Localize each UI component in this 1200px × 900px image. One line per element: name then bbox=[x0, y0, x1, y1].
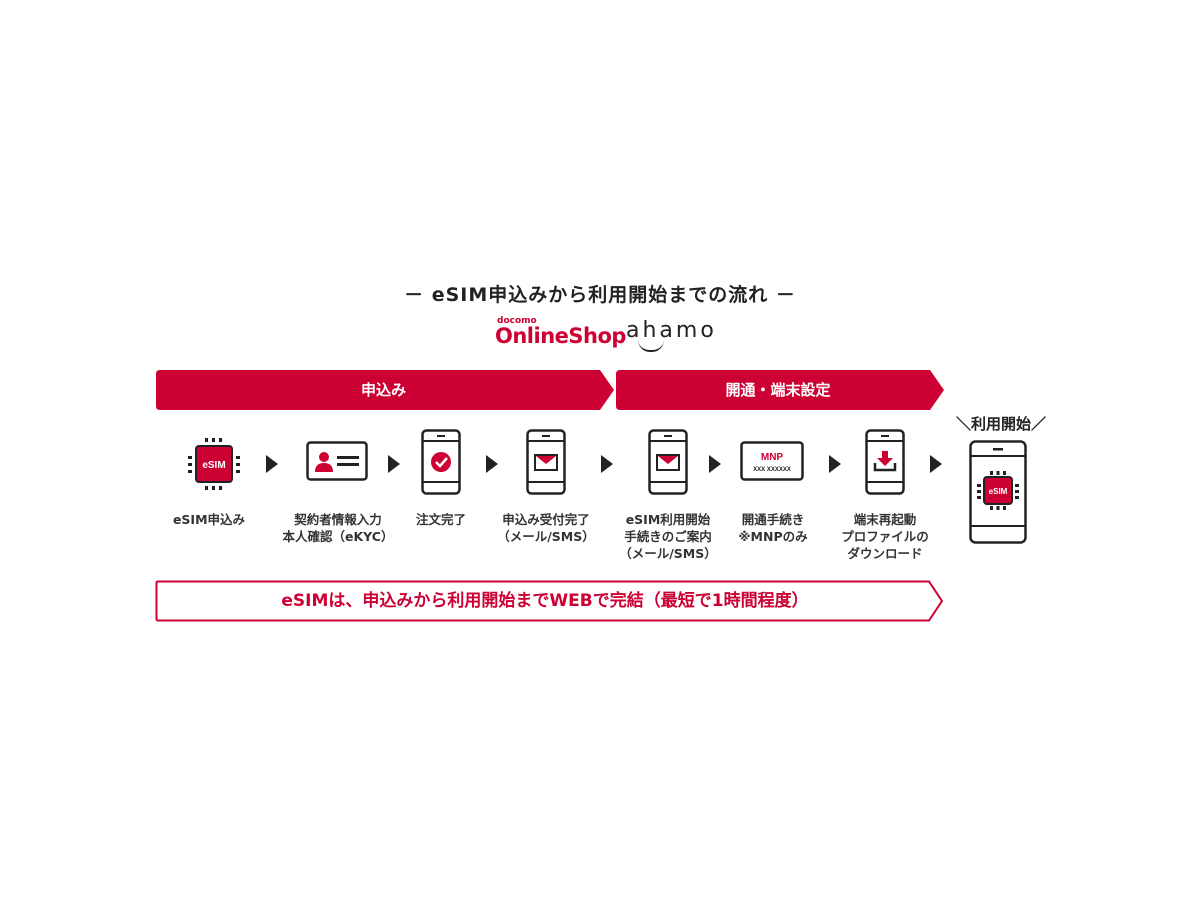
phase-arrow-shape bbox=[156, 370, 614, 410]
phone-check-icon bbox=[421, 429, 461, 499]
svg-text:XXX XXXXXX: XXX XXXXXX bbox=[753, 467, 791, 473]
step-label-order-complete: 注文完了 bbox=[400, 511, 482, 528]
start-usage-label: ＼利用開始／ bbox=[956, 415, 1047, 433]
esim-chip-icon: eSIM bbox=[186, 436, 242, 496]
step-label-line: eSIM利用開始 bbox=[625, 512, 711, 527]
step-label-line: 申込み受付完了 bbox=[502, 512, 590, 527]
flow-arrow-icon bbox=[388, 455, 400, 473]
step-label-line: 契約者情報入力 bbox=[294, 512, 382, 527]
flow-arrow-icon bbox=[601, 455, 613, 473]
flow-arrow-icon bbox=[709, 455, 721, 473]
step-label-esim-guide: eSIM利用開始 手続きのご案内 （メール/SMS） bbox=[610, 511, 726, 562]
id-card-icon bbox=[306, 441, 368, 485]
step-label-receipt: 申込み受付完了 （メール/SMS） bbox=[489, 511, 603, 545]
banner-text: eSIMは、申込みから利用開始までWEBで完結（最短で1時間程度） bbox=[281, 591, 809, 611]
step-label-line: 端末再起動 bbox=[853, 512, 917, 527]
svg-text:eSIM: eSIM bbox=[202, 460, 225, 471]
step-label-activation: 開通手続き ※MNPのみ bbox=[725, 511, 821, 545]
phase-label: 開通・端末設定 bbox=[725, 381, 831, 399]
phone-esim-icon: eSIM bbox=[969, 440, 1027, 548]
banner-arrow-outline bbox=[155, 580, 944, 622]
phase-activation: 開通・端末設定 bbox=[616, 370, 946, 410]
summary-banner: eSIMは、申込みから利用開始までWEBで完結（最短で1時間程度） bbox=[155, 580, 945, 622]
step-label-line: 注文完了 bbox=[415, 512, 466, 527]
diagram-title: － eSIM申込みから利用開始までの流れ － bbox=[404, 284, 796, 306]
ahamo-logo: ahamo bbox=[626, 318, 717, 343]
step-label-restart-download: 端末再起動 プロファイルの ダウンロード bbox=[826, 511, 944, 562]
step-label-line: （メール/SMS） bbox=[619, 546, 717, 561]
step-label-line: 手続きのご案内 bbox=[624, 529, 712, 544]
flow-arrow-icon bbox=[266, 455, 278, 473]
step-label-line: 開通手続き bbox=[741, 512, 805, 527]
step-label-line: プロファイルの bbox=[841, 529, 929, 544]
svg-text:MNP: MNP bbox=[761, 452, 784, 463]
flow-arrow-icon bbox=[486, 455, 498, 473]
step-label-line: ※MNPのみ bbox=[738, 529, 808, 544]
step-label-esim-apply: eSIM申込み bbox=[164, 511, 254, 528]
docomo-logo-text: docomo bbox=[497, 316, 537, 326]
ahamo-smile-icon bbox=[638, 340, 664, 352]
mnp-card-icon: MNP XXX XXXXXX bbox=[740, 441, 804, 485]
svg-text:eSIM: eSIM bbox=[989, 487, 1008, 496]
phone-download-icon bbox=[865, 429, 905, 499]
flow-arrow-icon bbox=[829, 455, 841, 473]
phone-mail-icon bbox=[648, 429, 688, 499]
flow-arrow-icon bbox=[930, 455, 942, 473]
step-label-line: eSIM申込み bbox=[172, 512, 246, 527]
phone-mail-icon bbox=[526, 429, 566, 499]
step-label-line: （メール/SMS） bbox=[497, 529, 595, 544]
phase-apply: 申込み bbox=[156, 370, 616, 410]
step-label-line: ダウンロード bbox=[847, 546, 923, 561]
step-label-ekyc: 契約者情報入力 本人確認（eKYC） bbox=[278, 511, 398, 545]
online-shop-logo: OnlineShop bbox=[495, 324, 626, 348]
phase-arrow-shape bbox=[616, 370, 944, 410]
step-label-line: 本人確認（eKYC） bbox=[282, 529, 394, 544]
phase-label: 申込み bbox=[360, 381, 406, 399]
